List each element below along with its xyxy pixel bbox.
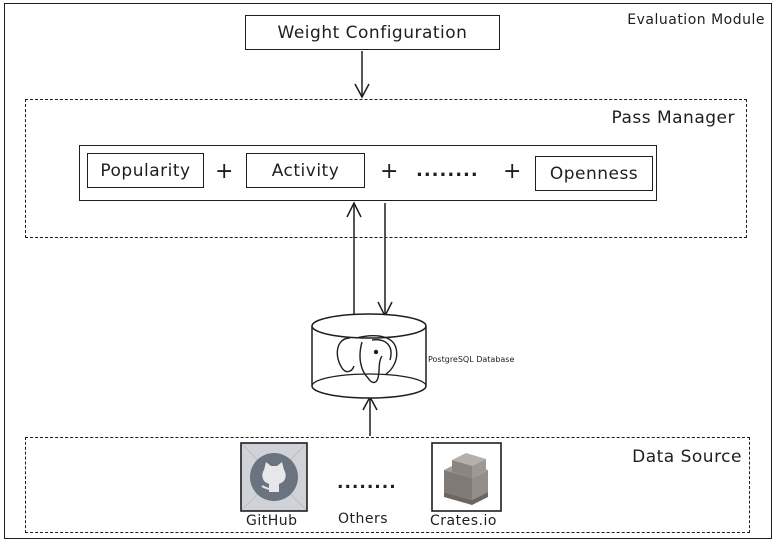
github-icon <box>240 442 308 512</box>
plus-sign-3: + <box>503 159 522 184</box>
metrics-row <box>79 145 657 201</box>
arrowhead-weight-to-pass <box>354 83 370 99</box>
activity-label: Activity <box>271 160 340 181</box>
weight-configuration-label: Weight Configuration <box>277 22 468 43</box>
metrics-ellipsis: ........ <box>416 160 479 181</box>
crates-box-icon <box>431 442 502 512</box>
crates-label: Crates.io <box>430 513 497 529</box>
arrowhead-db-to-activity <box>346 201 362 218</box>
openness-label: Openness <box>549 163 639 184</box>
data-source-container <box>25 437 750 533</box>
module-title: Evaluation Module <box>627 12 765 28</box>
popularity-box[interactable]: Popularity <box>87 153 204 188</box>
pass-manager-container <box>25 99 747 238</box>
plus-sign-2: + <box>380 159 399 184</box>
pass-manager-title: Pass Manager <box>611 108 735 128</box>
github-label: GitHub <box>246 513 298 529</box>
plus-sign-1: + <box>215 159 234 184</box>
weight-configuration-box[interactable]: Weight Configuration <box>245 15 500 50</box>
postgresql-elephant-icon <box>336 335 398 384</box>
database-cylinder[interactable] <box>311 313 427 399</box>
others-label: Others <box>338 511 389 527</box>
popularity-label: Popularity <box>100 160 191 181</box>
data-source-title: Data Source <box>632 447 742 467</box>
evaluation-module-frame <box>4 3 772 539</box>
sources-ellipsis: ........ <box>337 473 397 493</box>
database-label: PostgreSQL Database <box>428 355 515 364</box>
openness-box[interactable]: Openness <box>535 156 653 191</box>
activity-box[interactable]: Activity <box>246 153 365 188</box>
